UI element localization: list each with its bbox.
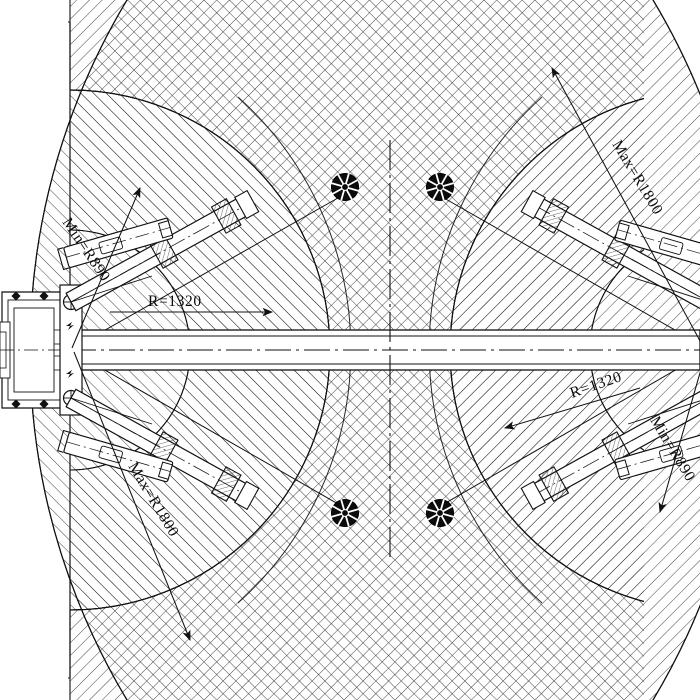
leader-min-890-right xyxy=(658,370,700,514)
leader-min-890-left xyxy=(71,187,141,349)
wheel-hub-upper-left xyxy=(331,173,359,201)
hydraulic-cylinder-lower-right xyxy=(614,400,700,481)
leader-max-1800-right xyxy=(551,67,700,343)
chassis-base xyxy=(0,291,80,409)
wheel-hub-upper-right xyxy=(426,173,454,201)
telescope-collar xyxy=(210,466,242,503)
wheel-hub-lower-right xyxy=(426,499,454,527)
main-boom xyxy=(69,329,700,371)
telescope-collar xyxy=(538,466,570,503)
leader-1320-right xyxy=(503,387,641,430)
hydraulic-cylinder-upper-right xyxy=(614,219,700,300)
leader-max-1800-left xyxy=(73,351,191,641)
wheel-hub-lower-left xyxy=(331,499,359,527)
label-mid-radius-upper-left: R=1320 xyxy=(148,293,202,310)
telescope-collar xyxy=(538,197,570,234)
telescope-collar xyxy=(210,197,242,234)
hydraulic-cylinder-upper-left xyxy=(57,217,174,303)
dimension-leaders xyxy=(71,67,700,641)
